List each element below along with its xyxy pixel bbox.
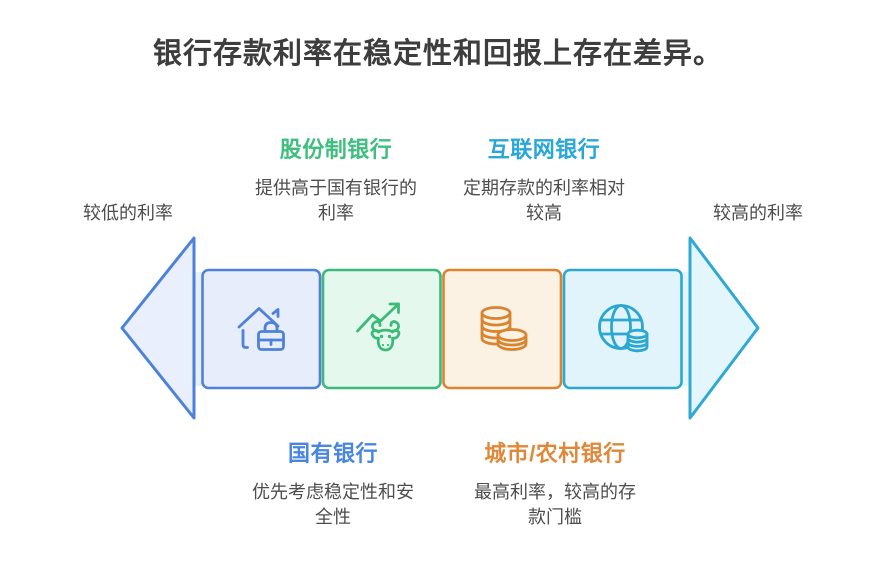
bank-name-joint-stock: 股份制银行 [279,137,393,162]
home-briefcase-icon [237,307,285,351]
globe-coins-icon [598,304,649,353]
bank-desc-state-owned: 优先考虑稳定性和安 全性 [252,482,414,527]
annotation-state-owned-bank: 国有银行 优先考虑稳定性和安 全性 [233,436,433,530]
right-arrowhead [688,236,760,420]
annotation-city-rural-bank: 城市/农村银行 最高利率，较高的存 款门槛 [445,436,665,530]
left-arrowhead [120,236,196,420]
bank-desc-city-rural: 最高利率，较高的存 款门槛 [474,482,636,527]
bank-name-city-rural: 城市/农村银行 [484,441,626,466]
segment-box-state-owned [201,268,322,390]
bank-name-state-owned: 国有银行 [287,441,378,466]
bank-desc-internet: 定期存款的利率相对 较高 [463,178,625,223]
coins-stack-icon [480,306,528,351]
bull-trend-icon [356,302,401,352]
rate-spectrum-diagram [120,236,760,420]
annotation-joint-stock-bank: 股份制银行 提供高于国有银行的 利率 [236,132,436,226]
segment-box-joint-stock [321,268,442,390]
segment-box-internet [562,268,683,390]
annotation-internet-bank: 互联网银行 定期存款的利率相对 较高 [444,132,644,226]
axis-label-higher-rate: 较高的利率 [713,203,803,223]
bank-name-internet: 互联网银行 [487,137,601,162]
bank-desc-joint-stock: 提供高于国有银行的 利率 [255,178,417,223]
axis-label-lower-rate: 较低的利率 [83,203,173,223]
page-title: 银行存款利率在稳定性和回报上存在差异。 [152,38,723,70]
